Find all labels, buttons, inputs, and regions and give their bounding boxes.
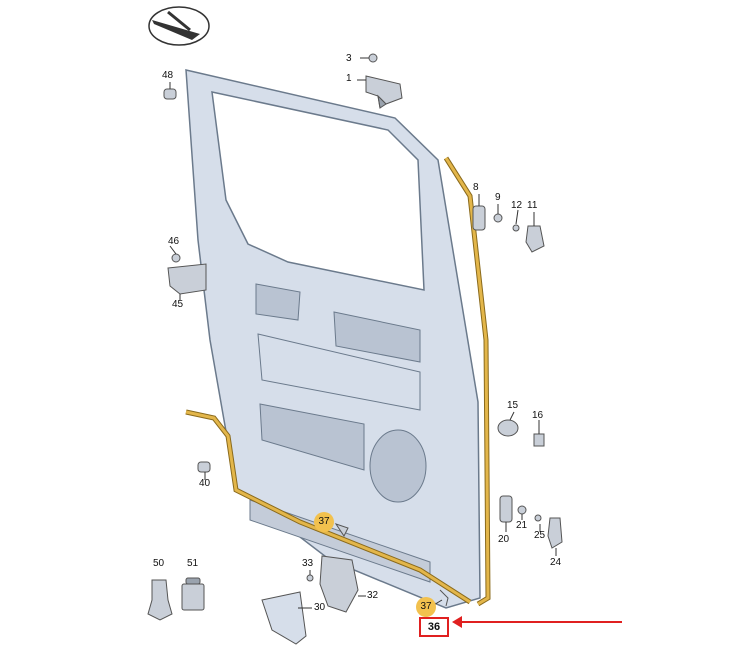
highlight-arrow-icon: [452, 616, 622, 628]
inner-recess-4: [259, 403, 365, 471]
part-label-32: 32: [367, 590, 379, 601]
part-label-51: 51: [187, 558, 199, 569]
grease-can-icon: [181, 577, 205, 611]
part-label-45: 45: [172, 299, 184, 310]
part-label-20: 20: [498, 534, 510, 545]
part-label-50: 50: [153, 558, 165, 569]
part-label-21: 21: [516, 520, 528, 531]
highlighted-part-36[interactable]: 36: [419, 617, 449, 637]
inner-recess-2: [333, 311, 421, 363]
cover-panel: [261, 591, 307, 645]
part-marker-37-upper: 37: [314, 512, 334, 532]
part-label-16: 16: [532, 410, 544, 421]
part-label-11: 11: [527, 200, 538, 211]
part-label-25: 25: [534, 530, 546, 541]
lubricant-bag-icon: [147, 579, 173, 621]
part-label-8: 8: [473, 182, 479, 193]
part-label-12: 12: [511, 200, 523, 211]
part-label-24: 24: [550, 557, 562, 568]
part-label-15: 15: [507, 400, 519, 411]
part-label-40: 40: [199, 478, 211, 489]
part-marker-37-lower: 37: [416, 597, 436, 617]
part-label-33: 33: [302, 558, 314, 569]
inner-recess-3: [257, 333, 421, 411]
part-label-48: 48: [162, 70, 174, 81]
part-label-30: 30: [314, 602, 326, 613]
part-label-46: 46: [168, 236, 180, 247]
part-label-3: 3: [346, 53, 352, 64]
speaker-recess: [369, 429, 427, 503]
hinge-middle: [167, 263, 207, 295]
part-label-1: 1: [346, 73, 352, 84]
window-opening: [211, 91, 425, 291]
orientation-emblem-icon: [148, 6, 210, 46]
hinge-upper: [365, 75, 403, 109]
part-label-9: 9: [495, 192, 501, 203]
inner-recess-1: [255, 283, 301, 321]
